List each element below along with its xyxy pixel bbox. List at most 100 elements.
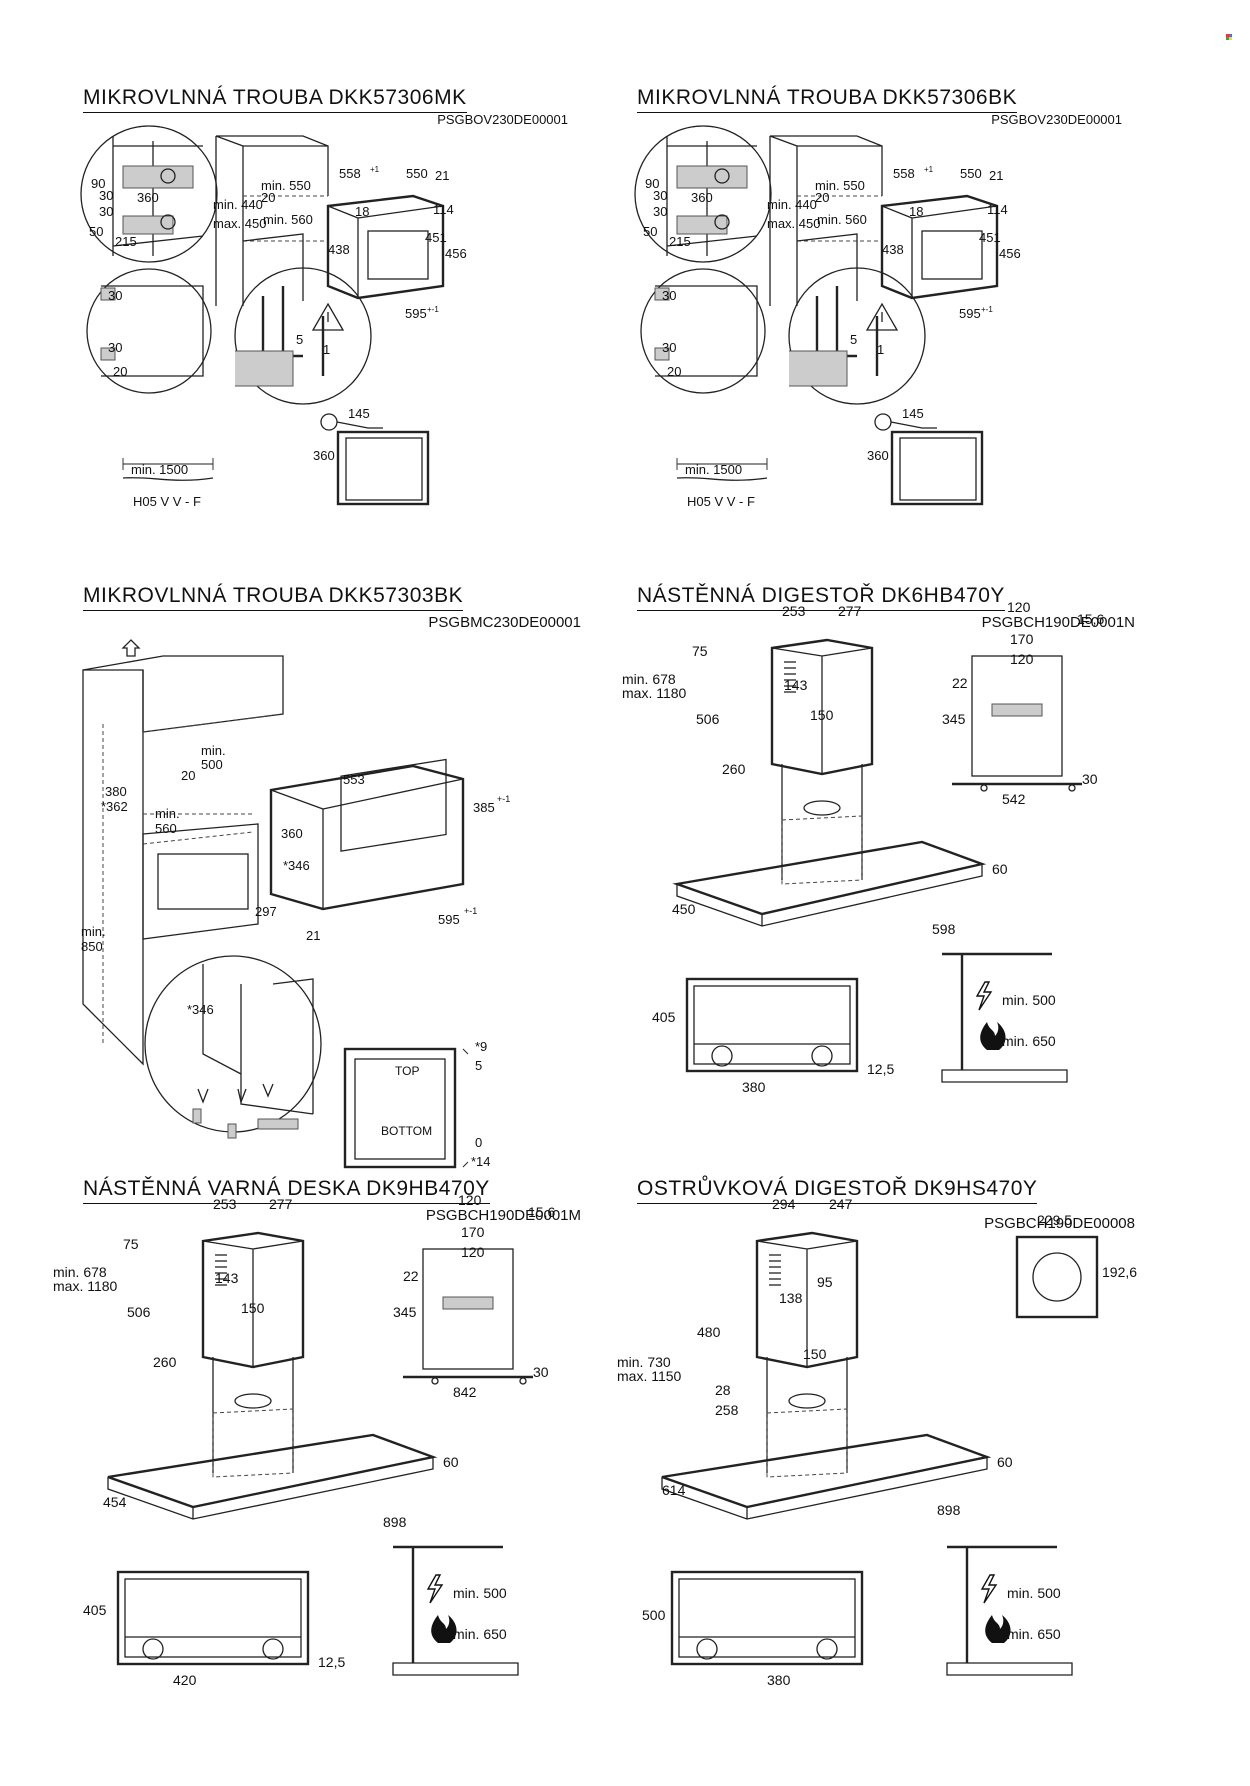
dim-label: +-1 (981, 305, 993, 314)
drawing-line (941, 1069, 1068, 1083)
dim-label: min. 650 (1007, 1626, 1061, 1642)
drawing-line (122, 165, 194, 189)
dim-label: min. 560 (263, 212, 313, 227)
drawing-line (107, 1457, 434, 1520)
drawing-line (769, 135, 883, 306)
panel-microwave-dkk57306bk: MIKROVLNNÁ TROUBA DKK57306BK PSGBOV230DE… (634, 86, 1122, 526)
panel-title: MIKROVLNNÁ TROUBA DKK57306BK (637, 86, 1018, 113)
dim-label: *346 (283, 858, 310, 873)
drawing-line (431, 1377, 439, 1385)
dim-label: 451 (979, 230, 1001, 245)
dim-label: 150 (241, 1300, 265, 1316)
dim-label: 480 (697, 1324, 721, 1340)
flame-icon (980, 1022, 1006, 1050)
dim-label: 842 (453, 1384, 477, 1400)
drawing-line (797, 195, 882, 242)
drawing-line (766, 1357, 848, 1473)
dim-label: +1 (370, 165, 380, 174)
product-code: PSGBOV230DE00001 (991, 112, 1122, 127)
dim-label: 60 (997, 1454, 1013, 1470)
dim-label: *14 (471, 1154, 491, 1169)
dim-label: min. 550 (261, 178, 311, 193)
dim-label: 30 (99, 188, 113, 203)
drawing-line (142, 1638, 164, 1660)
dim-label: *346 (187, 1002, 214, 1017)
dim-label: 28 (715, 1382, 731, 1398)
drawing-line (336, 421, 383, 429)
drawing-line (519, 1377, 527, 1385)
drawing-line (80, 125, 218, 263)
product-code: PSGBCH190DE0001N (981, 614, 1135, 631)
drawing-line (422, 1248, 514, 1370)
drawing-line (640, 268, 766, 394)
dim-label: 150 (810, 707, 834, 723)
drawing-line (634, 125, 772, 263)
dim-label: 60 (992, 861, 1008, 877)
cable (676, 477, 768, 481)
drawing-line (122, 458, 214, 470)
drawing-line (654, 347, 670, 361)
dim-label: min. 850 (81, 924, 106, 954)
dim-label: BOTTOM (381, 1124, 433, 1138)
dim-label: 360 (281, 826, 303, 841)
dim-label: 360 (313, 448, 335, 463)
drawing-line (215, 135, 329, 306)
drawing-line (899, 437, 977, 501)
dim-label: min. 500 (1002, 992, 1056, 1008)
dim-label: 20 (815, 190, 829, 205)
dim-label: 542 (1002, 791, 1026, 807)
warning-icon (311, 302, 345, 331)
dim-label: 360 (137, 190, 159, 205)
dim-label: 120 (461, 1244, 485, 1260)
dim-label: 18 (355, 204, 369, 219)
drawing-line (393, 1545, 503, 1663)
drawing-line (202, 1240, 304, 1367)
dim-label: 90 (645, 176, 659, 191)
dim-label: TOP (395, 1064, 420, 1078)
dim-label: min. 678 (622, 671, 676, 687)
dim-label: 360 (691, 190, 713, 205)
dim-label: 260 (722, 761, 746, 777)
dim-label: 143 (215, 1270, 239, 1286)
dim-label: 170 (461, 1224, 485, 1240)
drawing-line (345, 437, 423, 501)
drawing-line (756, 1240, 858, 1367)
dim-label: max. 450 (767, 216, 820, 231)
drawing-line (676, 165, 748, 189)
dim-label: 30 (533, 1364, 549, 1380)
drawing-line (770, 638, 874, 776)
dim-label: 114 (987, 202, 1008, 217)
panel-microwave-dkk57306mk: MIKROVLNNÁ TROUBA DKK57306MK PSGBOV230DE… (80, 86, 568, 526)
flame-icon (985, 1615, 1011, 1643)
dim-label: 438 (328, 242, 350, 257)
dim-label: 30 (653, 204, 667, 219)
dim-label: 90 (91, 176, 105, 191)
drawing-line (771, 647, 873, 774)
dim-label: 75 (123, 1236, 139, 1252)
lightning-icon (980, 1574, 998, 1604)
drawing-line (242, 233, 304, 301)
drawing-line (124, 1578, 302, 1658)
dim-label: 192,6 (1102, 1264, 1137, 1280)
drawing-line (655, 285, 758, 377)
dim-label: min. 650 (1002, 1033, 1056, 1049)
drawing-line (781, 764, 863, 880)
dim-label: 258 (715, 1402, 739, 1418)
dim-label: 506 (127, 1304, 151, 1320)
dim-label: max. 1180 (622, 685, 687, 701)
dim-label: 360 (867, 448, 889, 463)
drawing-line (666, 136, 758, 256)
dim-label: 277 (269, 1196, 293, 1212)
dim-label: +-1 (427, 305, 439, 314)
dim-label: 595 (959, 306, 981, 321)
dim-label: 558 (339, 166, 361, 181)
dim-label: 558 (893, 166, 915, 181)
dim-label: 451 (425, 230, 447, 245)
dim-label: 345 (942, 711, 966, 727)
drawing-line (212, 1357, 294, 1473)
dim-label: 22 (403, 1268, 419, 1284)
drawing-line (980, 784, 988, 792)
dim-label: 1 (323, 342, 330, 357)
dim-label: 456 (999, 246, 1021, 261)
